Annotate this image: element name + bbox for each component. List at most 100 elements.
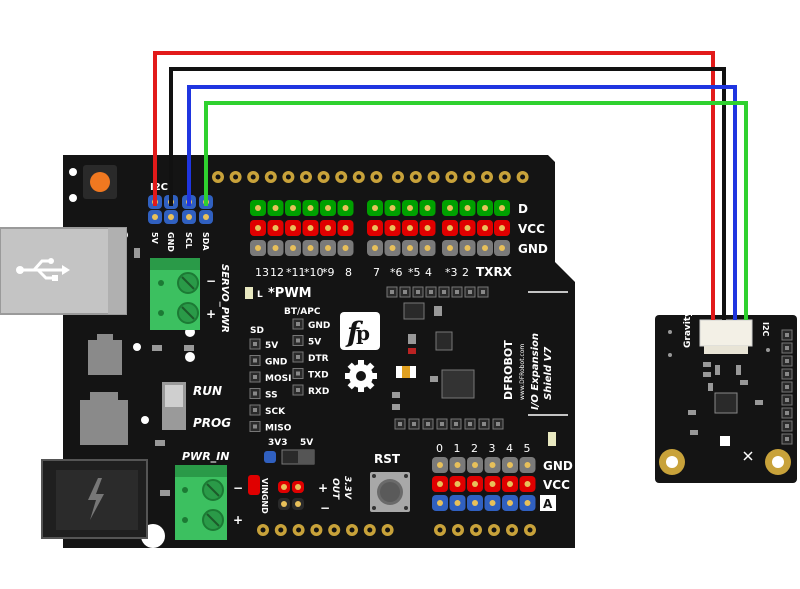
smd-part <box>740 380 748 385</box>
pwr-in-minus: − <box>233 481 243 495</box>
digital-pin <box>302 200 319 216</box>
digital-pin <box>285 200 301 216</box>
mount-hole <box>69 168 77 176</box>
digital-pin <box>320 220 336 236</box>
board-header-pin <box>412 286 424 298</box>
analog-bottom-header <box>434 524 536 536</box>
run-prog-switch[interactable] <box>162 382 186 430</box>
smd-part <box>155 440 165 446</box>
digital-pin <box>337 240 354 256</box>
sd-pin <box>249 421 261 432</box>
board-header-pin <box>436 418 448 430</box>
vin-jumper <box>248 475 260 495</box>
sd-pin-label: GND <box>265 358 287 368</box>
mount-hole <box>185 352 195 362</box>
smd-part <box>708 383 713 391</box>
sensor-via <box>668 353 672 357</box>
digital-pin-number: *5 <box>408 266 421 279</box>
i2c-pin-bottom <box>164 210 178 224</box>
analog-pin <box>502 457 518 473</box>
top-button[interactable] <box>90 172 110 192</box>
servo-power-terminal <box>150 258 200 330</box>
digital-top-pin <box>247 171 260 183</box>
digital-pin <box>419 220 436 236</box>
digital-pin <box>459 200 476 216</box>
wire-green-sda <box>204 101 748 320</box>
analog-pin <box>449 457 466 473</box>
digital-pin <box>367 200 383 216</box>
board-header-pin <box>478 418 490 430</box>
servo-minus: − <box>206 274 216 288</box>
bt-pin-label: GND <box>308 321 330 331</box>
smd-part <box>715 365 720 375</box>
small-header-near-pwm <box>386 286 489 298</box>
digital-pin <box>302 240 319 256</box>
board-header-pin <box>492 418 504 430</box>
bottom-analog-pin <box>488 524 500 536</box>
voltage-jumper-pin <box>264 451 276 463</box>
smd-part <box>688 410 696 415</box>
digital-top-pin <box>335 171 348 183</box>
sensor-header-pin <box>781 381 793 393</box>
sensor-mark <box>743 451 753 461</box>
svg-text:p: p <box>356 321 370 345</box>
bt-pin-label: 5V <box>308 338 321 348</box>
digital-pin <box>337 220 354 236</box>
dfrobot-logo: f p <box>340 312 380 392</box>
smd-part <box>160 490 170 496</box>
smd-part <box>736 365 741 375</box>
board-header-pin <box>425 286 437 298</box>
pwr-in-plus: + <box>233 513 243 527</box>
digital-pin <box>402 220 418 236</box>
digital-top-pin <box>264 171 277 183</box>
digital-pin <box>477 220 493 236</box>
dc-barrel-jack <box>41 459 148 539</box>
analog-pin <box>467 495 483 511</box>
analog-row-label: A <box>543 497 553 511</box>
sensor-via <box>766 348 770 352</box>
mount-hole <box>133 343 141 351</box>
digital-top-pin <box>317 171 330 183</box>
digital-pin <box>402 200 418 216</box>
reset-button[interactable] <box>370 472 410 512</box>
i2c-pin-label: GND <box>166 232 175 252</box>
bottom-power-pin <box>292 524 305 536</box>
i2c-pin-label: SDA <box>201 232 210 251</box>
vin-plus: + <box>318 481 328 495</box>
smd-part <box>408 348 416 354</box>
bottom-power-pin <box>381 524 394 536</box>
smd-part <box>392 404 400 410</box>
regulator-tab <box>97 334 113 342</box>
bottom-analog-pin <box>434 524 446 536</box>
digital-pin <box>384 200 401 216</box>
analog-pin <box>502 495 518 511</box>
analog-pin-number: 2 <box>471 442 478 455</box>
voltage-5v-label: 5V <box>300 438 313 448</box>
digital-pin <box>477 240 493 256</box>
sd-pin <box>249 338 261 350</box>
lightning-icon <box>88 478 104 520</box>
digital-top-pin <box>212 171 224 183</box>
board-header-pin <box>477 286 489 298</box>
led-l-label: L <box>257 290 263 300</box>
digital-top-pin <box>392 171 404 183</box>
digital-pin <box>337 200 354 216</box>
analog-pin <box>484 495 501 511</box>
bottom-power-pin <box>363 524 376 536</box>
bt-pin-label: DTR <box>308 354 329 364</box>
bt-pin-label: TXD <box>308 371 329 381</box>
bt-header <box>292 318 304 396</box>
digital-pin <box>384 220 401 236</box>
voltage-selector-jumper[interactable] <box>281 449 315 465</box>
wire-black-gnd <box>169 67 726 320</box>
analog-pin-number: 0 <box>436 442 443 455</box>
digital-top-header <box>212 171 529 183</box>
smd-part <box>434 306 442 316</box>
analog-pin-number: 5 <box>524 442 531 455</box>
analog-pin-number: 3 <box>489 442 496 455</box>
txrx-label: TXRX <box>476 265 513 279</box>
bt-pin <box>292 351 304 363</box>
smd-part <box>392 392 400 398</box>
